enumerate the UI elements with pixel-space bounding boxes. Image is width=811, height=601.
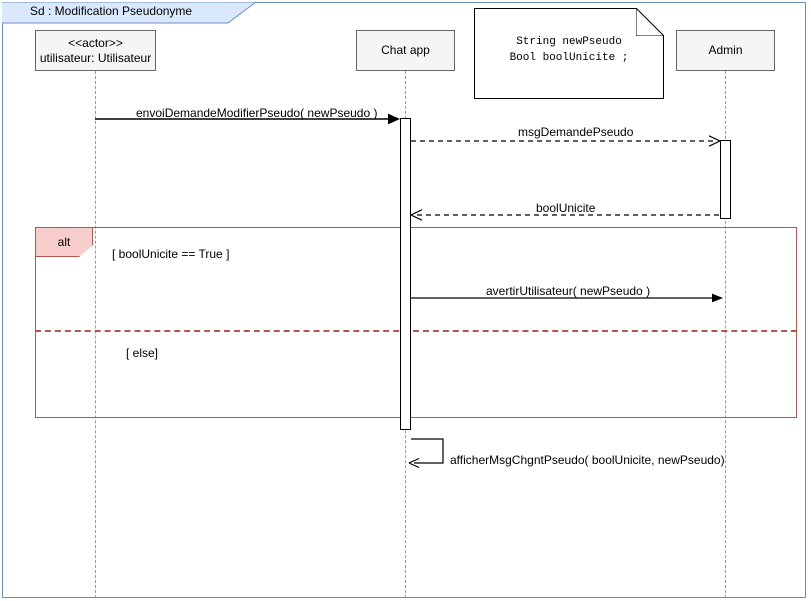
lifeline-actor-name: utilisateur: Utilisateur (39, 50, 152, 65)
alt-fragment-operator-tag: alt (35, 227, 93, 257)
message-arrow-4[interactable] (411, 291, 725, 305)
note-text: String newPseudo Bool boolUnicite ; (474, 34, 664, 66)
alt-guard-true: [ boolUnicite == True ] (112, 247, 230, 261)
lifeline-admin (725, 71, 726, 598)
note-box: String newPseudo Bool boolUnicite ; (474, 8, 664, 99)
lifeline-head-actor[interactable]: <<actor>> utilisateur: Utilisateur (35, 30, 156, 71)
page-title: Sd : Modification Pseudonyme (30, 4, 193, 18)
alt-fragment-divider (35, 330, 797, 332)
message-label-4: avertirUtilisateur( newPseudo ) (486, 284, 651, 298)
lifeline-head-chat-app[interactable]: Chat app (356, 30, 455, 71)
message-arrow-5[interactable] (405, 437, 451, 469)
message-arrow-3[interactable] (410, 208, 721, 222)
lifeline-admin-name: Admin (708, 43, 743, 57)
lifeline-actor (95, 71, 96, 598)
note-fold-corner-icon (636, 8, 664, 36)
message-label-2: msgDemandePseudo (518, 125, 634, 139)
note-line-2: Bool boolUnicite ; (509, 52, 629, 64)
message-label-3: boolUnicite (536, 201, 596, 215)
lifeline-chat-name: Chat app (381, 43, 430, 57)
note-shape (474, 8, 664, 99)
alt-fragment-frame (35, 227, 797, 418)
message-label-1: envoiDemandeModifierPseudo( newPseudo ) (136, 106, 378, 120)
message-label-5: afficherMsgChgntPseudo( boolUnicite, new… (450, 453, 725, 467)
activation-bar-chat-app (400, 118, 411, 430)
activation-bar-admin (720, 140, 731, 219)
message-arrow-1[interactable] (95, 112, 407, 126)
message-arrow-2[interactable] (411, 134, 725, 148)
lifeline-head-admin[interactable]: Admin (676, 30, 775, 71)
lifeline-actor-stereotype: <<actor>> (68, 35, 123, 50)
note-line-1: String newPseudo (516, 36, 622, 48)
alt-guard-else: [ else] (126, 346, 159, 360)
